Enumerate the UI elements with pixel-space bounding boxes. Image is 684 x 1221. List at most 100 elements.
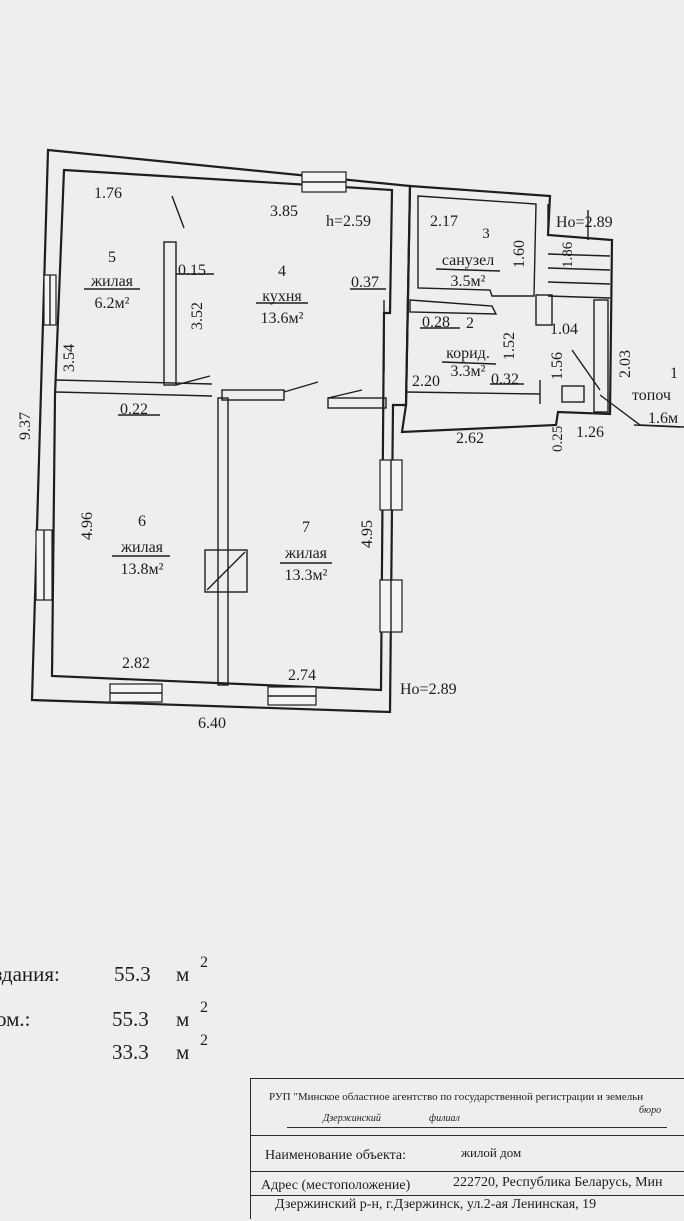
stamp-object-label: Наименование объекта: — [265, 1148, 406, 1163]
dim-label: 9.37 — [17, 412, 34, 440]
stamp-address-line2: Дзержинский р-н, г.Дзержинск, ул.2-ая Ле… — [275, 1197, 597, 1212]
height-label: Ho=2.89 — [400, 681, 457, 698]
dim-label: 0.25 — [550, 426, 566, 452]
area-unit-sup: 2 — [200, 1032, 208, 1049]
sanuzel-bottom-wall — [409, 299, 498, 315]
outer-wall-outline — [30, 148, 412, 714]
stamp-address-row: Адрес (местоположение) 222720, Республик… — [251, 1171, 684, 1219]
stove-box — [204, 549, 248, 593]
dim-label: 6.40 — [198, 715, 226, 732]
dim-label: 3.85 — [270, 203, 298, 220]
room-number: 3 — [482, 226, 490, 242]
door-room7 — [327, 389, 363, 399]
room-name: жилая — [284, 545, 328, 562]
main-walls — [30, 148, 412, 714]
room-area: 3.3м² — [451, 363, 486, 380]
dim-label: 2.62 — [456, 430, 484, 447]
dim-label: 1.76 — [94, 185, 122, 202]
room-number: 6 — [138, 513, 146, 530]
dim-label: 0.15 — [178, 262, 206, 279]
room-area: 1.6м — [648, 410, 678, 427]
room-labels: 5 жилая 6.2м² 4 кухня 13.6м² 3 санузел 3… — [90, 226, 678, 584]
door-room5 — [171, 195, 185, 229]
room-name: жилая — [120, 539, 164, 556]
dim-label: 4.95 — [359, 520, 376, 548]
room-number: 2 — [466, 315, 474, 332]
partition-kitchen-6 — [221, 389, 285, 401]
stamp-address-label: Адрес (местоположение) — [261, 1178, 411, 1193]
area-row-total: ом.: 55.3 м 2 — [0, 999, 260, 1037]
room-name: кухня — [262, 288, 302, 305]
room-area: 13.3м² — [285, 567, 328, 584]
extension-outline — [400, 184, 614, 434]
dim-label: 1.04 — [550, 321, 578, 338]
area-value: 55.3 — [114, 962, 151, 986]
area-label: здания: — [0, 962, 60, 986]
partition-6-7 — [217, 397, 229, 686]
dim-label: 1.86 — [560, 241, 576, 268]
stamp-org: РУП "Минское областное агентство по госу… — [269, 1091, 644, 1103]
room-name: топоч — [632, 387, 671, 404]
partition-kitchen-7 — [327, 397, 387, 409]
room-number: 5 — [108, 249, 116, 266]
stamp-branch: Дзержинский — [323, 1113, 381, 1124]
topochnaya-leader — [599, 394, 641, 426]
room-name: жилая — [90, 273, 134, 290]
inner-wall-outline — [50, 168, 394, 692]
stair-step — [547, 253, 611, 257]
topochnaya-wall — [593, 299, 609, 413]
dim-label: 3.52 — [189, 302, 206, 330]
area-value: 55.3 — [112, 1007, 149, 1031]
dim-label: 2.20 — [412, 373, 440, 390]
door-room5-bottom — [175, 375, 211, 386]
area-unit-sup: 2 — [200, 999, 208, 1016]
stamp-buro: бюро — [639, 1105, 662, 1116]
boiler-line — [571, 349, 601, 391]
area-row-living: 33.3 м 2 — [0, 1032, 260, 1070]
room-area: 13.8м² — [121, 561, 164, 578]
boiler-box — [561, 385, 585, 403]
area-unit: м — [176, 1007, 190, 1031]
room-area: 6.2м² — [95, 295, 130, 312]
extension-walls — [400, 184, 684, 434]
area-row-building: здания: 55.3 м 2 — [0, 954, 260, 992]
dim-label: 2.03 — [617, 350, 634, 378]
room-name: санузел — [442, 252, 494, 269]
partition-room5-bottom — [55, 379, 213, 385]
corridor-right-wall — [535, 294, 553, 326]
stamp-address-value: 222720, Республика Беларусь, Мин — [453, 1175, 663, 1190]
stamp-object-value: жилой дом — [461, 1145, 522, 1160]
title-stamp: РУП "Минское областное агентство по госу… — [250, 1078, 684, 1219]
dim-label: 1.56 — [549, 352, 566, 380]
stamp-object-row: Наименование объекта: жилой дом — [251, 1135, 684, 1172]
height-label: Ho=2.89 — [556, 214, 613, 231]
dim-label: 2.82 — [122, 655, 150, 672]
stamp-filial: филиал — [429, 1113, 460, 1124]
room-area: 13.6м² — [261, 310, 304, 327]
room-name: корид. — [446, 345, 490, 362]
corridor-bottom-wall — [405, 391, 541, 395]
dim-label: 4.96 — [79, 512, 96, 540]
area-unit-sup: 2 — [200, 954, 208, 971]
area-label: ом.: — [0, 1007, 31, 1031]
dim-label: 0.32 — [491, 371, 519, 388]
dim-label: 2.74 — [288, 667, 316, 684]
partition-room5-bottom-inner — [55, 391, 213, 397]
dim-label: 0.37 — [351, 274, 379, 291]
area-unit: м — [176, 962, 190, 986]
room-number: 7 — [302, 519, 310, 536]
area-value: 33.3 — [112, 1040, 149, 1064]
sanuzel-walls — [417, 195, 537, 297]
dim-label: 2.17 — [430, 213, 458, 230]
stove-diagonal — [206, 551, 246, 591]
dim-label: 1.26 — [576, 424, 604, 441]
dim-label: 1.60 — [511, 240, 528, 268]
area-unit: м — [176, 1040, 190, 1064]
height-label: h=2.59 — [326, 213, 371, 230]
stamp-org-row: РУП "Минское областное агентство по госу… — [251, 1079, 684, 1136]
room-area: 3.5м² — [451, 273, 486, 290]
dimension-labels: 1.76 3.85 h=2.59 2.17 Ho=2.89 0.15 0.37 … — [17, 185, 634, 732]
room-number: 4 — [278, 263, 286, 280]
